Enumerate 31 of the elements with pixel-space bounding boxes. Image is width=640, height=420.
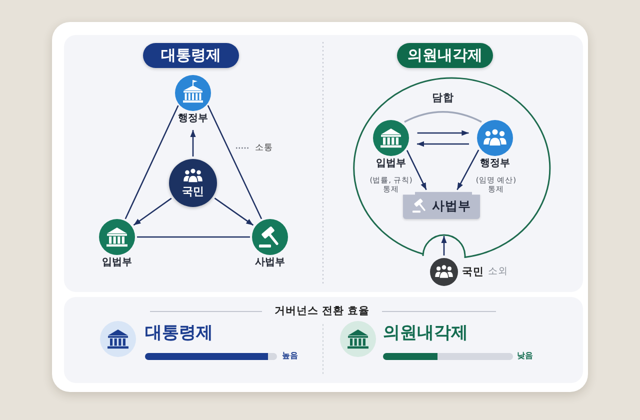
arrow — [214, 198, 254, 226]
system-name: 의원내각제 — [383, 323, 468, 344]
system-name: 대통령제 — [145, 323, 213, 344]
connector-line — [404, 111, 482, 123]
node-label: 입법부 — [102, 257, 132, 270]
node-label: 국민 — [462, 266, 484, 278]
section-title: 거버넌스 전환 효율 — [274, 305, 370, 318]
legend-text: 소통 — [255, 143, 273, 154]
node-note: 소외 — [488, 266, 508, 278]
edge-label: 담합 — [430, 91, 456, 105]
section-heading: 대통령제 — [143, 43, 239, 68]
process-box — [403, 192, 480, 219]
arrow — [456, 150, 480, 190]
connector-line — [207, 105, 262, 220]
connector-line — [124, 105, 179, 220]
connector-line — [137, 236, 250, 238]
arrow — [441, 236, 447, 256]
arrow — [417, 130, 469, 136]
node-label: 사법부 — [432, 198, 471, 213]
section-heading: 의원내각제 — [397, 43, 493, 68]
node-label: 입법부 — [376, 158, 406, 170]
arrow — [417, 141, 469, 147]
arrow — [406, 150, 427, 190]
arrow — [190, 130, 196, 156]
arrow — [133, 198, 172, 226]
node-label: 국민 — [182, 184, 204, 198]
node-label: 행정부 — [178, 113, 208, 126]
node-label: 사법부 — [255, 257, 285, 270]
rating-text: 높음 — [282, 351, 298, 361]
node-label: 행정부 — [480, 158, 510, 170]
rating-text: 낮음 — [517, 351, 533, 361]
